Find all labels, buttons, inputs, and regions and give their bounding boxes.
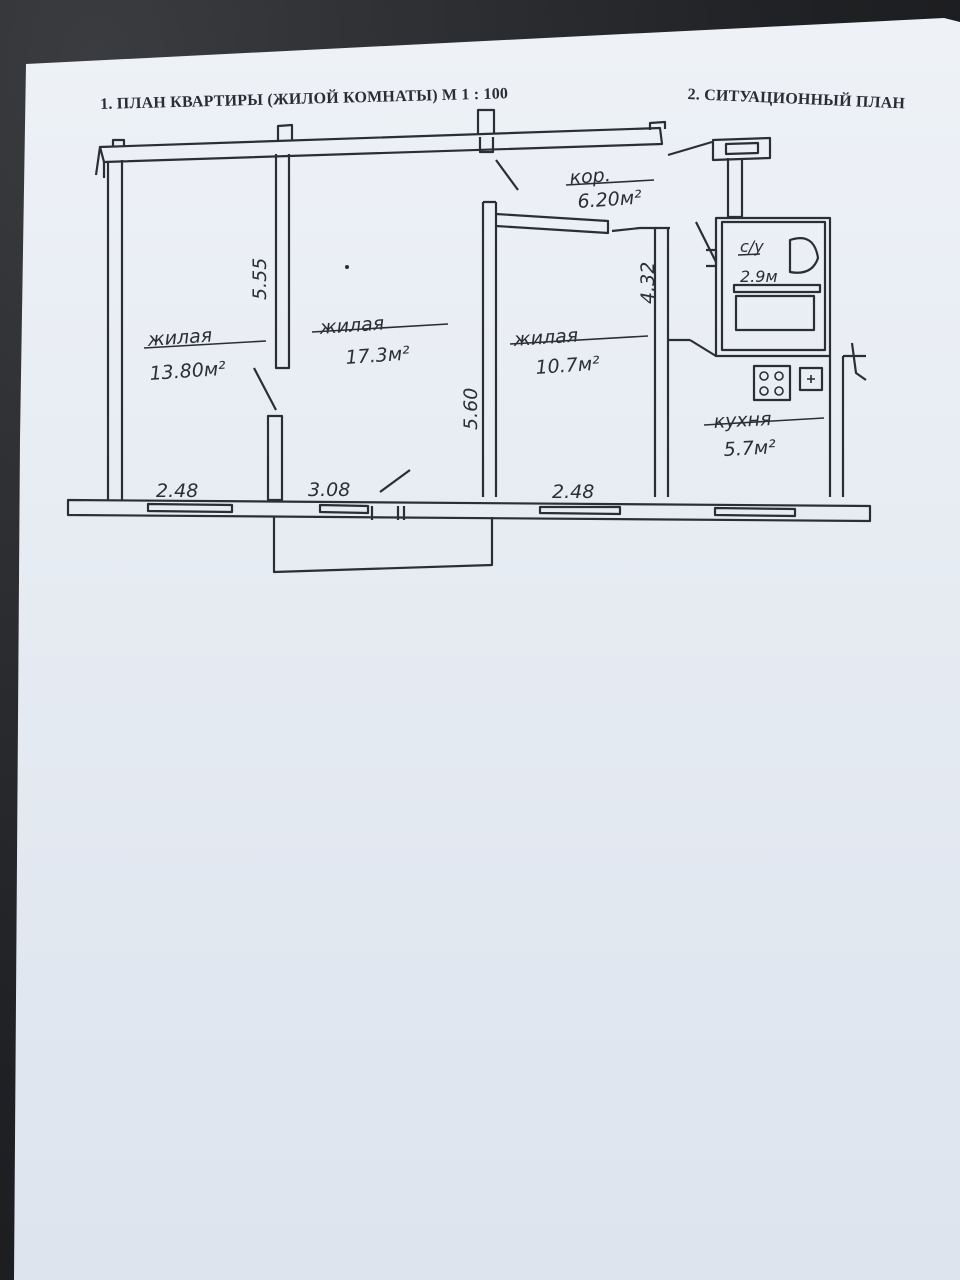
dimension-5-60: 5.60 — [460, 388, 482, 430]
dimension-2-48-right: 2.48 — [552, 481, 594, 503]
kitchen-area: 5.7м² — [723, 436, 777, 461]
window-1 — [146, 502, 234, 514]
top-wall-left-end — [94, 146, 106, 178]
room-1-area: 13.80м² — [149, 358, 227, 385]
partition-1-upper — [274, 154, 291, 370]
fridge-icon — [798, 366, 824, 392]
room-3-label: жилая — [512, 325, 579, 352]
top-wall — [98, 126, 664, 164]
dimension-4-32: 4.32 — [637, 262, 659, 304]
bath-fixture — [734, 294, 816, 332]
partition-2 — [481, 200, 498, 497]
kitchen-right-wall — [828, 356, 845, 497]
bathroom-area: 2.9м — [740, 267, 778, 286]
sink-fixture — [788, 237, 820, 274]
paper-sheet — [14, 18, 960, 1280]
stove-icon — [752, 364, 792, 402]
bathroom-divider — [732, 283, 822, 294]
dimension-5-55: 5.55 — [249, 258, 271, 300]
wall-breaks — [370, 506, 406, 520]
kitchen-top-wall — [668, 338, 867, 381]
left-outer-wall — [106, 160, 124, 500]
bathroom-block — [711, 136, 772, 162]
kitchen-label: кухня — [713, 408, 772, 433]
partition-1-lower — [266, 414, 284, 502]
top-wall-notches — [111, 108, 667, 147]
window-3 — [538, 505, 622, 516]
bathroom-label: с/у — [740, 237, 764, 256]
window-2 — [318, 503, 370, 515]
corridor-wall — [495, 212, 610, 235]
partition-3 — [640, 226, 670, 497]
leader-lines — [253, 140, 717, 493]
dimension-2-48-left: 2.48 — [156, 480, 198, 502]
room-2-label: жилая — [318, 313, 385, 340]
balcony — [272, 517, 494, 574]
dimension-3-08: 3.08 — [308, 479, 350, 501]
corridor-area: 6.20м² — [577, 187, 643, 213]
corridor-notch — [478, 137, 495, 154]
room-3-area: 10.7м² — [535, 353, 601, 379]
window-4 — [713, 506, 797, 518]
bottom-wall — [66, 498, 872, 523]
area-underlines — [143, 179, 825, 426]
room-1-label: жилая — [146, 325, 213, 352]
room-2-area: 17.3м² — [345, 343, 411, 369]
corridor-label: кор. — [569, 164, 612, 189]
